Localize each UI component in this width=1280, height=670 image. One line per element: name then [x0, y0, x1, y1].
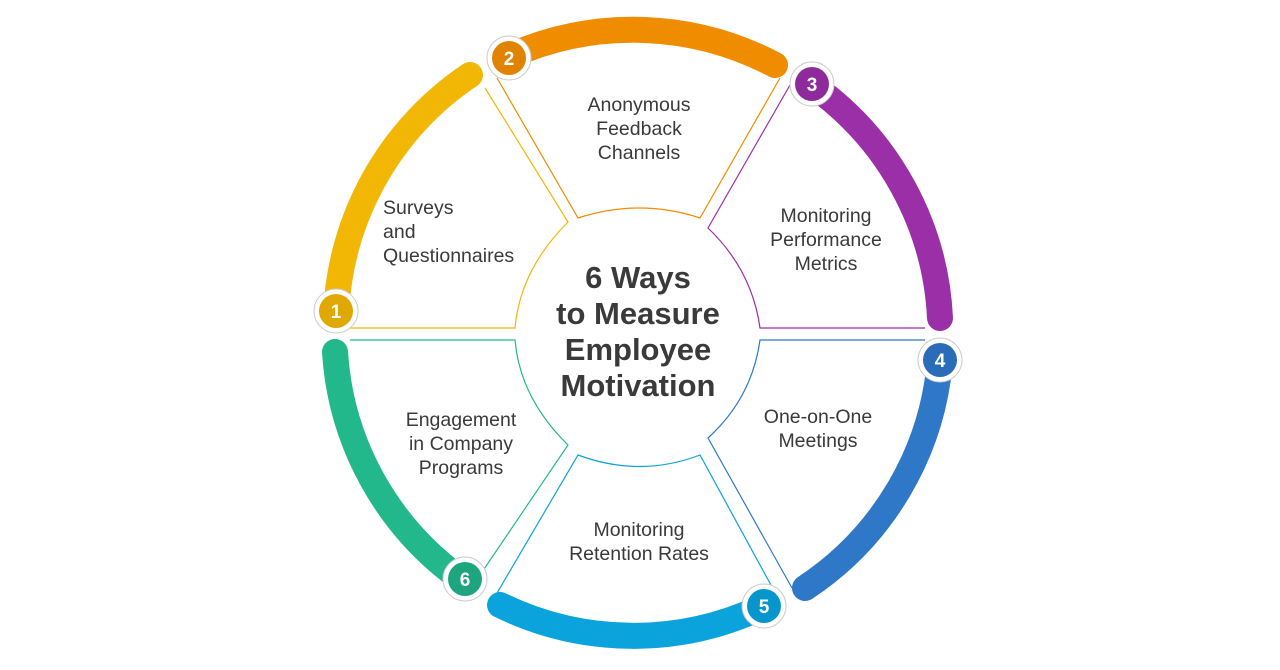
- badge-number-6: 6: [460, 570, 471, 591]
- badge-3: 3: [789, 61, 835, 107]
- badge-number-5: 5: [759, 597, 770, 618]
- section-outline-5: [489, 454, 779, 606]
- label-monitoring-performance-metrics: Monitoring Performance Metrics: [770, 205, 882, 275]
- badge-6: 6: [442, 556, 488, 602]
- badge-number-3: 3: [807, 75, 818, 96]
- arc-segment-5: [487, 592, 773, 649]
- arc-segment-2: [499, 16, 788, 78]
- badge-4: 4: [917, 337, 963, 383]
- label-anonymous-feedback-channels: Anonymous Feedback Channels: [587, 94, 691, 164]
- badge-5: 5: [741, 583, 787, 629]
- label-monitoring-retention-rates: Monitoring Retention Rates: [569, 519, 709, 565]
- badge-number-1: 1: [331, 302, 342, 323]
- arc-segment-3: [799, 72, 953, 331]
- arc-segment-4: [792, 347, 953, 601]
- center-title: 6 Ways to Measure Employee Motivation: [556, 260, 720, 403]
- badge-2: 2: [486, 35, 532, 81]
- section-outline-3: [707, 84, 925, 329]
- section-outline-1: [350, 87, 569, 329]
- arc-segment-6: [322, 339, 475, 593]
- badge-number-2: 2: [504, 49, 515, 70]
- label-engagement-in-company-programs: Engagement in Company Programs: [405, 409, 517, 479]
- section-outline-4: [707, 339, 925, 589]
- arc-segment-1: [323, 62, 483, 328]
- badge-1: 1: [313, 288, 359, 334]
- label-one-on-one-meetings: One-on-One Meetings: [763, 406, 873, 452]
- section-outline-6: [350, 339, 569, 579]
- label-surveys-and-questionnaires: Surveys and Questionnaires: [383, 197, 515, 267]
- badge-number-4: 4: [935, 351, 946, 372]
- section-outline-2: [496, 77, 781, 219]
